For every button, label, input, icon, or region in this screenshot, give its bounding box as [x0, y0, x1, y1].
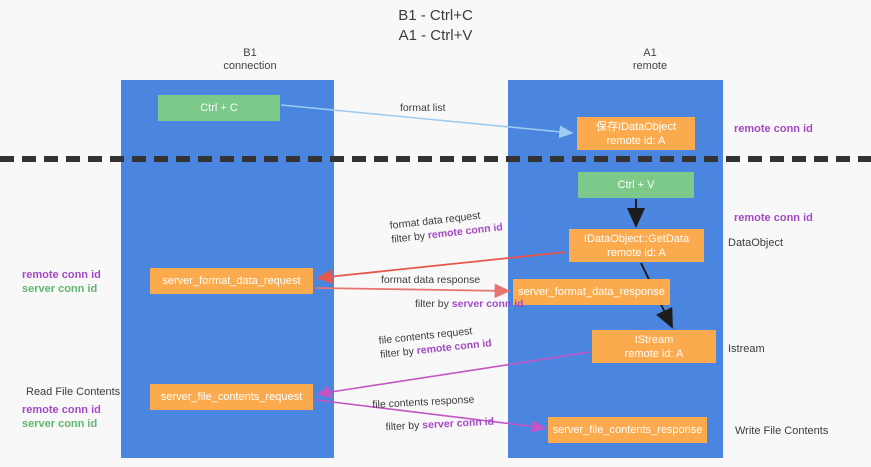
annotation-server-conn-id: server conn id — [22, 283, 98, 295]
lane-b1-name: B1 — [243, 47, 257, 59]
edge-label-format-data-response-filter: filter by server conn id — [415, 297, 524, 311]
edge-file-contents-request — [316, 351, 591, 399]
filter-prefix: filter by — [385, 419, 423, 434]
annotation-write-file-contents: Write File Contents — [735, 425, 829, 437]
node-ctrl-v[interactable]: Ctrl + V — [578, 172, 694, 198]
node-idataobject-getdata-sub: remote id: A — [607, 246, 666, 259]
node-server-file-contents-response[interactable]: server_file_contents_response — [548, 417, 707, 443]
edge-label-file-contents-response: file contents response filter by server … — [372, 392, 494, 435]
node-ctrl-v-label: Ctrl + V — [617, 179, 655, 191]
annotation-server-conn-id: server conn id — [22, 418, 98, 430]
node-ctrl-c-label: Ctrl + C — [200, 102, 238, 114]
node-istream-label: IStream — [634, 333, 674, 346]
annotation-remote-conn-id-top: remote conn id — [734, 123, 813, 135]
node-idataobject-getdata[interactable]: IDataObject::GetData remote id: A — [569, 229, 704, 262]
edge-label-format-data-response-text: format data response — [381, 274, 481, 286]
annotation-data-object: DataObject — [728, 237, 784, 249]
node-server-file-contents-response-label: server_file_contents_response — [552, 424, 703, 436]
node-server-format-data-request-label: server_format_data_request — [162, 275, 301, 287]
node-server-format-data-response-label: server_format_data_response — [518, 286, 665, 298]
node-save-idataobject[interactable]: 保存IDataObject remote id: A — [577, 117, 695, 150]
node-server-format-data-request[interactable]: server_format_data_request — [150, 268, 313, 294]
filter-key-server-conn-id: server conn id — [451, 298, 524, 310]
edge-format-data-response — [315, 283, 511, 298]
edge-format-data-request — [316, 251, 567, 284]
node-istream[interactable]: IStream remote id: A — [592, 330, 716, 363]
edge-file-contents-response — [315, 399, 547, 433]
lane-b1-role: connection — [223, 60, 277, 72]
annotation-istream: Istream — [728, 343, 765, 355]
lane-header-b1: B1 connection — [150, 47, 350, 73]
annotation-read-file-contents: Read File Contents — [26, 386, 121, 398]
filter-key-server-conn-id: server conn id — [421, 415, 495, 432]
page-title: B1 - Ctrl+C A1 - Ctrl+V — [0, 6, 871, 46]
node-server-file-contents-request[interactable]: server_file_contents_request — [150, 384, 313, 410]
filter-prefix: filter by — [379, 345, 418, 361]
node-idataobject-getdata-label: IDataObject::GetData — [583, 232, 690, 245]
edge-label-format-list: format list — [400, 101, 446, 115]
node-ctrl-c[interactable]: Ctrl + C — [158, 95, 280, 121]
edge-format-list — [280, 104, 574, 139]
phase-divider — [0, 156, 871, 162]
lane-header-a1: A1 remote — [545, 47, 755, 73]
lane-a1-name: A1 — [643, 47, 657, 59]
annotation-conn-ids-file: remote conn id server conn id — [22, 403, 101, 431]
node-istream-sub: remote id: A — [624, 347, 684, 360]
title-line-1: B1 - Ctrl+C — [398, 7, 473, 24]
annotation-conn-ids-format: remote conn id server conn id — [22, 268, 101, 296]
node-server-format-data-response[interactable]: server_format_data_response — [513, 279, 670, 305]
edge-label-format-data-response: format data response filter by server co… — [381, 273, 524, 311]
annotation-remote-conn-id-mid: remote conn id — [734, 212, 813, 224]
annotation-remote-conn-id: remote conn id — [22, 404, 101, 416]
filter-prefix: filter by — [415, 298, 452, 310]
node-save-idataobject-label: 保存IDataObject — [595, 120, 677, 133]
edge-label-format-list-text: format list — [400, 102, 446, 114]
annotation-remote-conn-id: remote conn id — [22, 269, 101, 281]
lane-a1-role: remote — [632, 60, 668, 72]
title-line-2: A1 - Ctrl+V — [398, 27, 473, 44]
node-save-idataobject-sub: remote id: A — [606, 134, 666, 147]
node-server-file-contents-request-label: server_file_contents_request — [160, 391, 303, 403]
